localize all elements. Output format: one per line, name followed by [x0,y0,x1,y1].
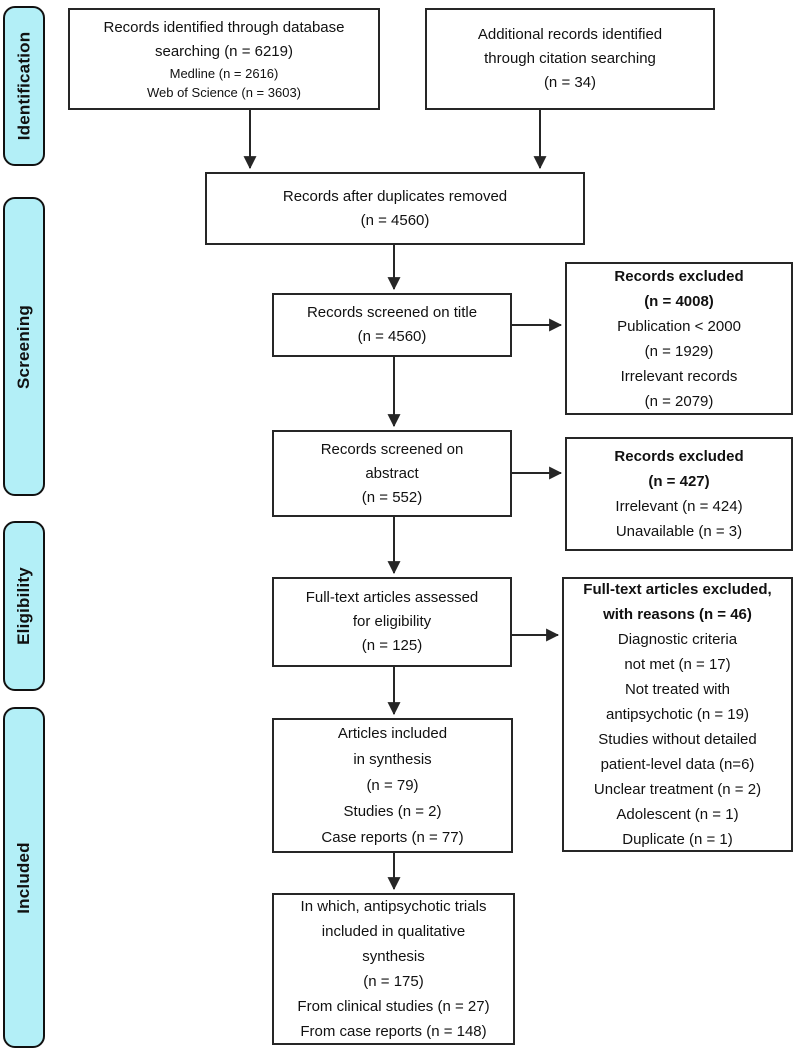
box-line: Studies (n = 2) [343,802,442,820]
box-records-excluded-title: Records excluded (n = 4008) Publication … [565,262,793,415]
stage-screening-label: Screening [14,304,33,389]
box-line: Records screened on [320,440,464,458]
box-line: through citation searching [484,50,656,67]
box-line: searching (n = 6219) [154,43,293,60]
box-line: (n = 4560) [357,328,427,345]
box-line: Adolescent (n = 1) [616,806,739,823]
box-line: (n = 2079) [644,392,714,410]
stage-identification: Identification [3,6,45,166]
box-qualitative-synthesis: In which, antipsychotic trials included … [272,893,515,1045]
box-line: not met (n = 17) [624,656,731,673]
box-line: patient-level data (n=6) [600,756,755,773]
box-line: (n = 1929) [644,342,714,360]
box-line: Studies without detailed [598,731,757,748]
box-line: for eligibility [352,613,432,630]
box-line: Additional records identified [477,26,663,43]
stage-included-label: Included [14,841,33,914]
box-line: Records excluded [614,267,744,285]
box-line: From clinical studies (n = 27) [297,998,490,1015]
box-line: Irrelevant (n = 424) [615,498,743,515]
box-line: Diagnostic criteria [617,631,738,648]
box-line: Articles included [337,724,448,742]
box-duplicates-removed: Records after duplicates removed (n = 45… [205,172,585,245]
box-line: included in qualitative [321,923,466,940]
box-line: Irrelevant records [620,367,738,385]
stage-identification-label: Identification [14,31,34,141]
box-fulltext-excluded: Full-text articles excluded, with reason… [562,577,793,852]
box-line: (n = 34) [543,74,597,91]
box-line: Not treated with [624,681,731,698]
box-line: Full-text articles excluded, [583,581,772,598]
box-line: Records after duplicates removed [282,187,508,205]
box-included-synthesis: Articles included in synthesis (n = 79) … [272,718,513,853]
stage-eligibility: Eligibility [3,521,45,691]
box-line: (n = 4560) [360,211,430,229]
box-line: (n = 79) [366,776,419,794]
box-records-excluded-abstract: Records excluded (n = 427) Irrelevant (n… [565,437,793,551]
box-line: Records excluded [614,448,744,465]
box-fulltext-assessed: Full-text articles assessed for eligibil… [272,577,512,667]
box-line: Records screened on title [306,304,478,321]
box-screened-abstract: Records screened on abstract (n = 552) [272,430,512,517]
box-line: (n = 125) [361,637,423,654]
box-line: Web of Science (n = 3603) [146,85,302,100]
box-line: antipsychotic (n = 19) [606,706,749,723]
box-line: Records identified through database [103,19,345,36]
stage-included: Included [3,707,45,1048]
box-line: (n = 4008) [644,292,714,310]
box-line: (n = 552) [361,488,423,506]
box-line: Unavailable (n = 3) [615,523,743,540]
box-additional-records: Additional records identified through ci… [425,8,715,110]
box-line: (n = 427) [648,473,710,490]
box-line: Case reports (n = 77) [321,828,464,846]
box-line: Unclear treatment (n = 2) [593,781,762,798]
box-line: Publication < 2000 [617,317,741,335]
box-line: In which, antipsychotic trials [300,898,487,915]
box-line: Duplicate (n = 1) [622,831,733,848]
box-line: in synthesis [353,750,432,768]
box-records-identified: Records identified through database sear… [68,8,380,110]
box-line: From case reports (n = 148) [300,1023,487,1040]
box-screened-title: Records screened on title (n = 4560) [272,293,512,357]
box-line: Medline (n = 2616) [169,66,279,81]
box-line: abstract [365,464,419,482]
box-line: (n = 175) [363,973,424,990]
box-line: synthesis [362,948,425,965]
stage-eligibility-label: Eligibility [14,567,34,645]
box-line: Full-text articles assessed [305,589,479,606]
box-line: with reasons (n = 46) [603,606,752,623]
stage-screening: Screening [3,197,45,496]
